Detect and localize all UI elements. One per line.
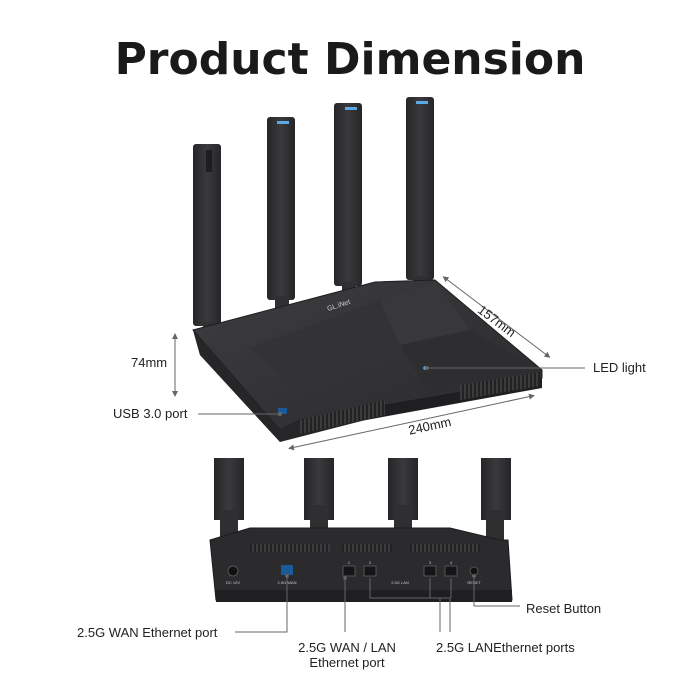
led-light-label: LED light: [593, 360, 646, 375]
usb-port-shape: [278, 408, 287, 414]
router-top-view: GL.iNet: [192, 97, 543, 442]
rear-label-port-4: 4: [450, 560, 453, 565]
rear-label-lan: 2.5G LAN: [391, 580, 409, 585]
antenna-4: [406, 97, 434, 290]
wan-lan-port-label-line2: Ethernet port: [309, 655, 385, 670]
wan-lan-port-label: 2.5G WAN / LAN Ethernet port: [297, 640, 397, 670]
lan-port-3: [423, 565, 437, 577]
usb-port-label: USB 3.0 port: [113, 406, 188, 421]
antenna-3: [334, 103, 362, 296]
rear-label-port-3: 3: [429, 560, 432, 565]
dimension-lines: [172, 276, 551, 451]
wan-lan-port-label-line1: 2.5G WAN / LAN: [298, 640, 396, 655]
lan-ports-label: 2.5G LANEthernet ports: [436, 640, 575, 655]
side-vent: [460, 372, 540, 400]
wan-port: [281, 565, 293, 575]
router-rear-view: DC 12V 2.5G WAN 1 2 3 4 2.5G LAN RESET: [209, 458, 513, 602]
page-title: Product Dimension: [114, 34, 586, 85]
lan-port-2: [363, 565, 377, 577]
rear-label-port-1: 1: [348, 560, 351, 565]
lan-port-4: [444, 565, 458, 577]
wan-port-label: 2.5G WAN Ethernet port: [77, 625, 218, 640]
dc-jack: [227, 565, 239, 577]
rear-label-dc: DC 12V: [226, 580, 240, 585]
rear-label-port-2: 2: [369, 560, 372, 565]
rear-body: [209, 527, 513, 601]
rear-antenna-4: [481, 458, 511, 520]
reset-button-shape: [469, 566, 479, 576]
antenna-1: [193, 144, 221, 338]
reset-button-label: Reset Button: [526, 601, 602, 616]
rear-leader-lines: [235, 576, 520, 633]
antenna-2: [267, 117, 295, 310]
width-dimension-line: [288, 393, 535, 451]
rear-antenna-1: [214, 458, 244, 520]
height-label: 74mm: [131, 355, 168, 370]
lan-port-1: [342, 565, 356, 577]
depth-dimension-line: [442, 276, 551, 358]
